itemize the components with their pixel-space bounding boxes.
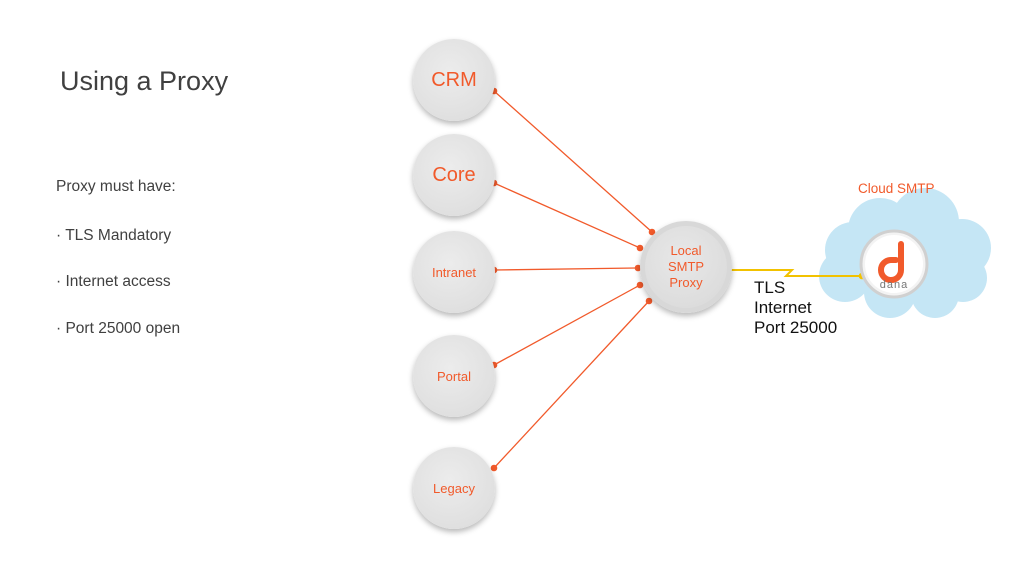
tls-link-line <box>728 269 862 277</box>
node-crm-label: CRM <box>431 68 477 91</box>
node-local-smtp-proxy: Local SMTP Proxy <box>640 221 732 313</box>
connector-portal <box>493 284 641 366</box>
proxy-label-line-1: Local <box>670 243 702 258</box>
requirement-tls: · TLS Mandatory <box>56 227 172 244</box>
connector-crm <box>493 90 653 233</box>
connector-legacy <box>493 300 650 469</box>
node-portal: Portal <box>413 335 495 417</box>
dana-logo-word: dana <box>879 279 909 291</box>
node-intranet: Intranet <box>413 231 495 313</box>
proxy-label-line-3: Proxy <box>669 275 703 290</box>
node-crm: CRM <box>413 39 495 121</box>
dana-logo-icon <box>859 229 929 299</box>
link-description: TLS Internet Port 25000 <box>754 278 838 337</box>
node-core-label: Core <box>432 163 476 186</box>
proxy-label-line-2: SMTP <box>667 259 705 274</box>
node-portal-label: Portal <box>437 368 471 384</box>
node-legacy-label: Legacy <box>433 480 475 496</box>
requirement-port: · Port 25000 open <box>56 320 181 337</box>
connector-core <box>493 182 641 249</box>
slide-title: Using a Proxy <box>60 66 229 96</box>
requirements-heading: Proxy must have: <box>56 178 176 195</box>
requirement-internet: · Internet access <box>56 273 171 290</box>
node-legacy: Legacy <box>413 447 495 529</box>
node-intranet-label: Intranet <box>431 264 477 280</box>
node-core: Core <box>413 134 495 216</box>
connector-intranet <box>493 267 639 271</box>
cloud-smtp-label: Cloud SMTP <box>858 181 935 196</box>
